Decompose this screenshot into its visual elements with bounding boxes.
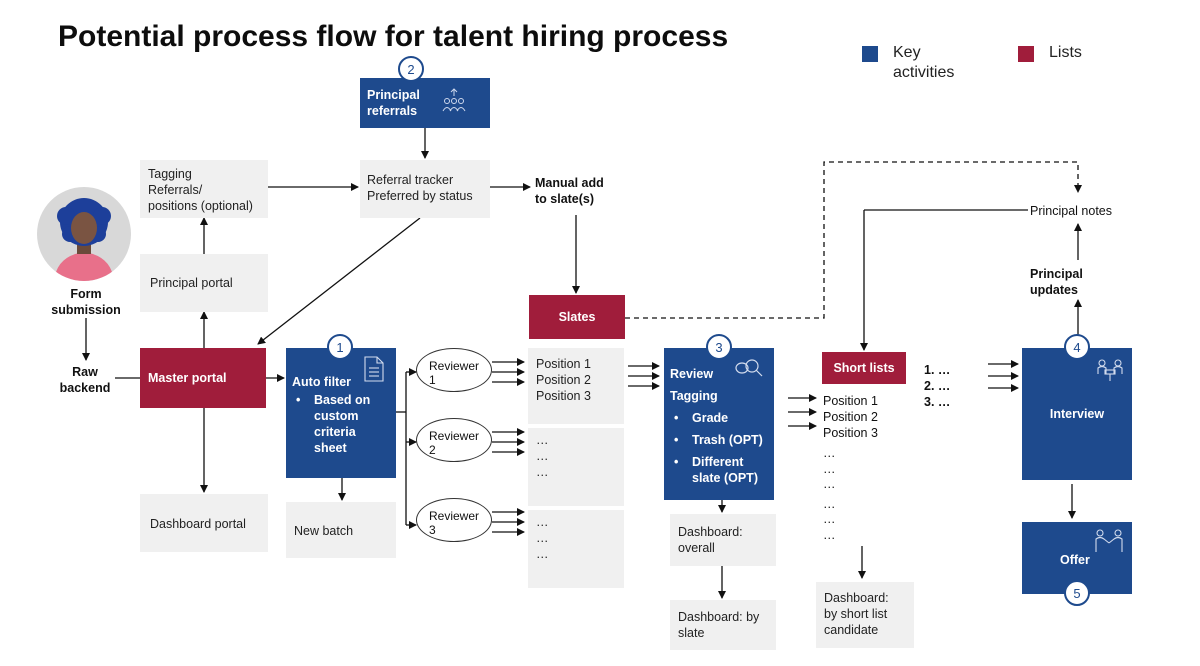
dashboard-overall-box: Dashboard:overall	[670, 514, 776, 566]
master-portal-box: Master portal	[140, 348, 266, 408]
interview-meeting-icon	[1097, 359, 1123, 381]
step-number-5: 5	[1064, 580, 1090, 606]
arrow-tracker-to-master	[257, 217, 421, 345]
slate-positions-box: Position 1 Position 2 Position 3	[528, 348, 624, 424]
tagging-referrals-box: Tagging Referrals/ positions (optional)	[140, 160, 268, 218]
avatar	[37, 187, 131, 281]
page-title: Potential process flow for talent hiring…	[58, 20, 729, 53]
step-number-4: 4	[1064, 334, 1090, 360]
short-list-positions: Position 1 Position 2 Position 3	[823, 394, 878, 440]
principal-portal-box: Principal portal	[140, 254, 268, 312]
step-number-1: 1	[327, 334, 353, 360]
people-referral-icon	[442, 88, 466, 112]
document-icon	[364, 356, 384, 382]
auto-filter-box: Auto filter • Based on custom criteria s…	[286, 348, 396, 478]
dashboard-short-list-box: Dashboard: by short list candidate	[816, 582, 914, 648]
review-box: Review Tagging •Grade •Trash (OPT) •Diff…	[664, 348, 774, 500]
principal-referrals-box: Principal referrals	[360, 78, 490, 128]
short-lists-box: Short lists	[822, 352, 906, 384]
legend-lists-label: Lists	[1049, 44, 1082, 61]
magnifier-icon	[735, 359, 763, 377]
legend-key-activities-label: Key activities	[893, 44, 955, 81]
legend-key-activities-swatch	[862, 46, 878, 62]
legend-lists-swatch	[1018, 46, 1034, 62]
short-list-ellipsis: … … … … … …	[823, 446, 836, 542]
handshake-icon	[1095, 529, 1123, 552]
interview-box: Interview	[1022, 348, 1132, 480]
slate-ellipsis-box-2: … … …	[528, 428, 624, 506]
slate-ellipsis-box-3: … … …	[528, 510, 624, 588]
dashboard-portal-box: Dashboard portal	[140, 494, 268, 552]
ranked-candidates: 1. … 2. … 3. …	[924, 363, 951, 409]
new-batch-box: New batch	[286, 502, 396, 558]
step-number-3: 3	[706, 334, 732, 360]
step-number-2: 2	[398, 56, 424, 82]
referral-tracker-box: Referral tracker Preferred by status	[360, 160, 490, 218]
slates-box: Slates	[529, 295, 625, 339]
principal-notes-label: Principal notes	[1030, 204, 1112, 218]
